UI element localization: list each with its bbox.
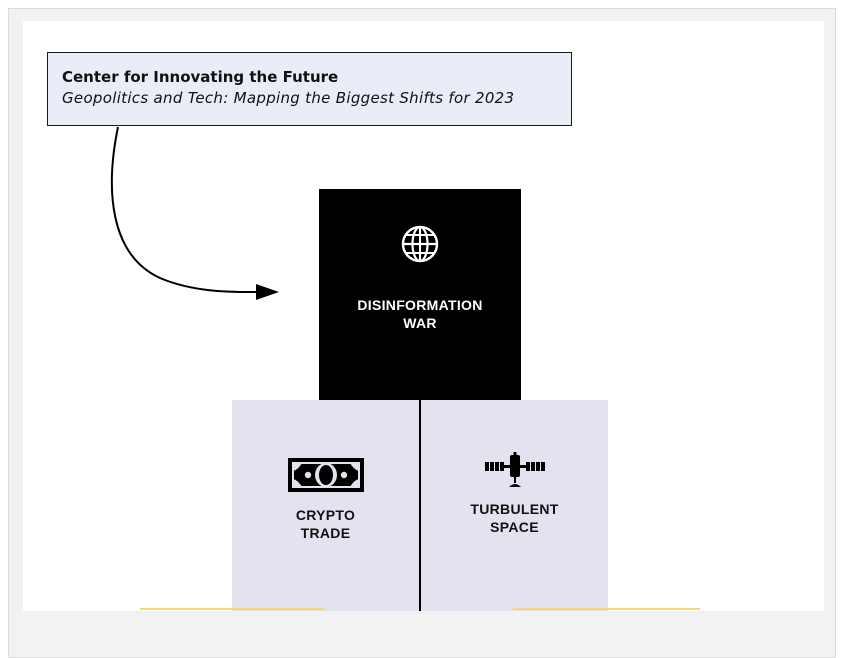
block-disinformation-war: DISINFORMATION WAR [319, 189, 521, 400]
block-label-line1: DISINFORMATION [357, 297, 483, 313]
header-box: Center for Innovating the Future Geopoli… [47, 52, 572, 126]
diagram-subtitle: Geopolitics and Tech: Mapping the Bigges… [62, 89, 515, 107]
globe-icon [401, 225, 439, 263]
accent-line-right [513, 608, 700, 610]
block-crypto-trade: CRYPTO TRADE [232, 400, 419, 611]
banknote-icon [287, 458, 364, 492]
block-label-line2: WAR [403, 315, 437, 331]
block-label-line2: TRADE [300, 525, 351, 541]
accent-line-left [140, 608, 325, 610]
block-label-line1: CRYPTO [295, 507, 356, 523]
block-label-line2: SPACE [490, 519, 539, 535]
block-label-line1: TURBULENT [470, 501, 559, 517]
block-turbulent-space: TURBULENT SPACE [421, 400, 608, 611]
organization-name: Center for Innovating the Future [62, 68, 339, 86]
satellite-icon [484, 452, 545, 487]
block-divider [419, 400, 421, 611]
